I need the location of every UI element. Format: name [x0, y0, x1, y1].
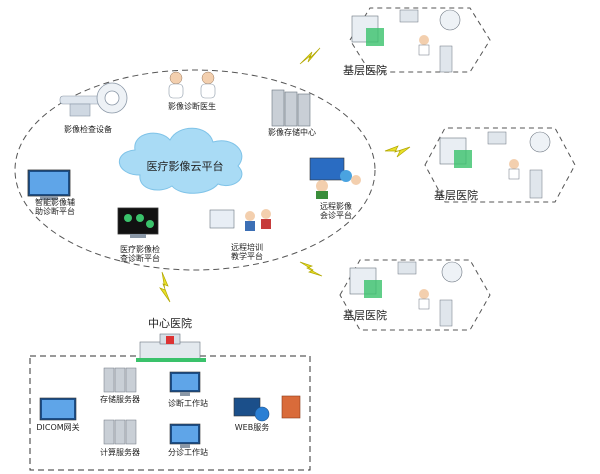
storage-server-icon [103, 367, 137, 393]
cloud-platform-boundary [14, 69, 376, 271]
lightning-icon-middle [384, 145, 411, 158]
compute-server-label: 计算服务器 [100, 448, 140, 457]
remote-training-label-line1: 远程培训 [231, 243, 263, 252]
grassroots-hospital-boundary-2 [424, 127, 576, 203]
diagnosis-doctor-label: 影像诊断医生 [168, 102, 216, 111]
grassroots-hospital-boundary-3 [339, 259, 491, 331]
diagnosis-workstation-icon [169, 371, 201, 396]
lightning-icon-top [299, 47, 321, 65]
grassroots-hospital-equipment-1 [351, 9, 461, 73]
cloud-platform-label: 医疗影像云平台 [146, 160, 224, 173]
grassroots-hospital-equipment-2 [439, 131, 551, 199]
triage-workstation-label: 分诊工作站 [168, 448, 208, 457]
remote-consult-label-line2: 会诊平台 [320, 211, 352, 220]
imaging-review-label-line1: 医疗影像检 [120, 245, 160, 254]
consultation-group-icon [309, 157, 361, 199]
imaging-review-label-line2: 查诊断平台 [120, 254, 160, 263]
web-service-label: WEB服务 [234, 423, 270, 432]
grassroots-hospital-label-1: 基层医院 [343, 64, 387, 77]
firewall-icon [281, 395, 301, 419]
cloud-icon [118, 127, 243, 194]
grassroots-hospital-boundary-1 [349, 7, 491, 73]
grassroots-hospital-equipment-3 [349, 261, 463, 327]
triage-workstation-icon [169, 423, 201, 448]
storage-server-label: 存储服务器 [100, 395, 140, 404]
imaging-workstation-icon [117, 207, 159, 238]
ai-diagnosis-label-line1: 智能影像辅 [35, 198, 75, 207]
compute-server-icon [103, 419, 137, 445]
imaging-device-label: 影像检查设备 [64, 125, 112, 134]
doctor-icon [168, 71, 216, 99]
server-rack-icon [271, 89, 311, 127]
monitor-icon [27, 169, 71, 200]
dicom-gateway-label: DICOM网关 [36, 423, 80, 432]
lightning-icon-central [159, 271, 171, 303]
dicom-gateway-icon [39, 397, 77, 421]
central-hospital-title: 中心医院 [148, 317, 192, 330]
grassroots-hospital-label-3: 基层医院 [343, 309, 387, 322]
hospital-building-icon [136, 333, 206, 362]
ct-scanner-icon [59, 82, 128, 117]
lightning-icon-bottom [299, 261, 323, 277]
storage-center-label: 影像存储中心 [268, 128, 316, 137]
remote-consult-label-line1: 远程影像 [320, 202, 352, 211]
grassroots-hospital-label-2: 基层医院 [434, 189, 478, 202]
ai-diagnosis-label-line2: 助诊断平台 [35, 207, 75, 216]
diagnosis-workstation-label: 诊断工作站 [168, 399, 208, 408]
remote-training-label-line2: 教学平台 [231, 252, 263, 261]
training-group-icon [209, 209, 271, 231]
web-server-icon [233, 397, 270, 422]
